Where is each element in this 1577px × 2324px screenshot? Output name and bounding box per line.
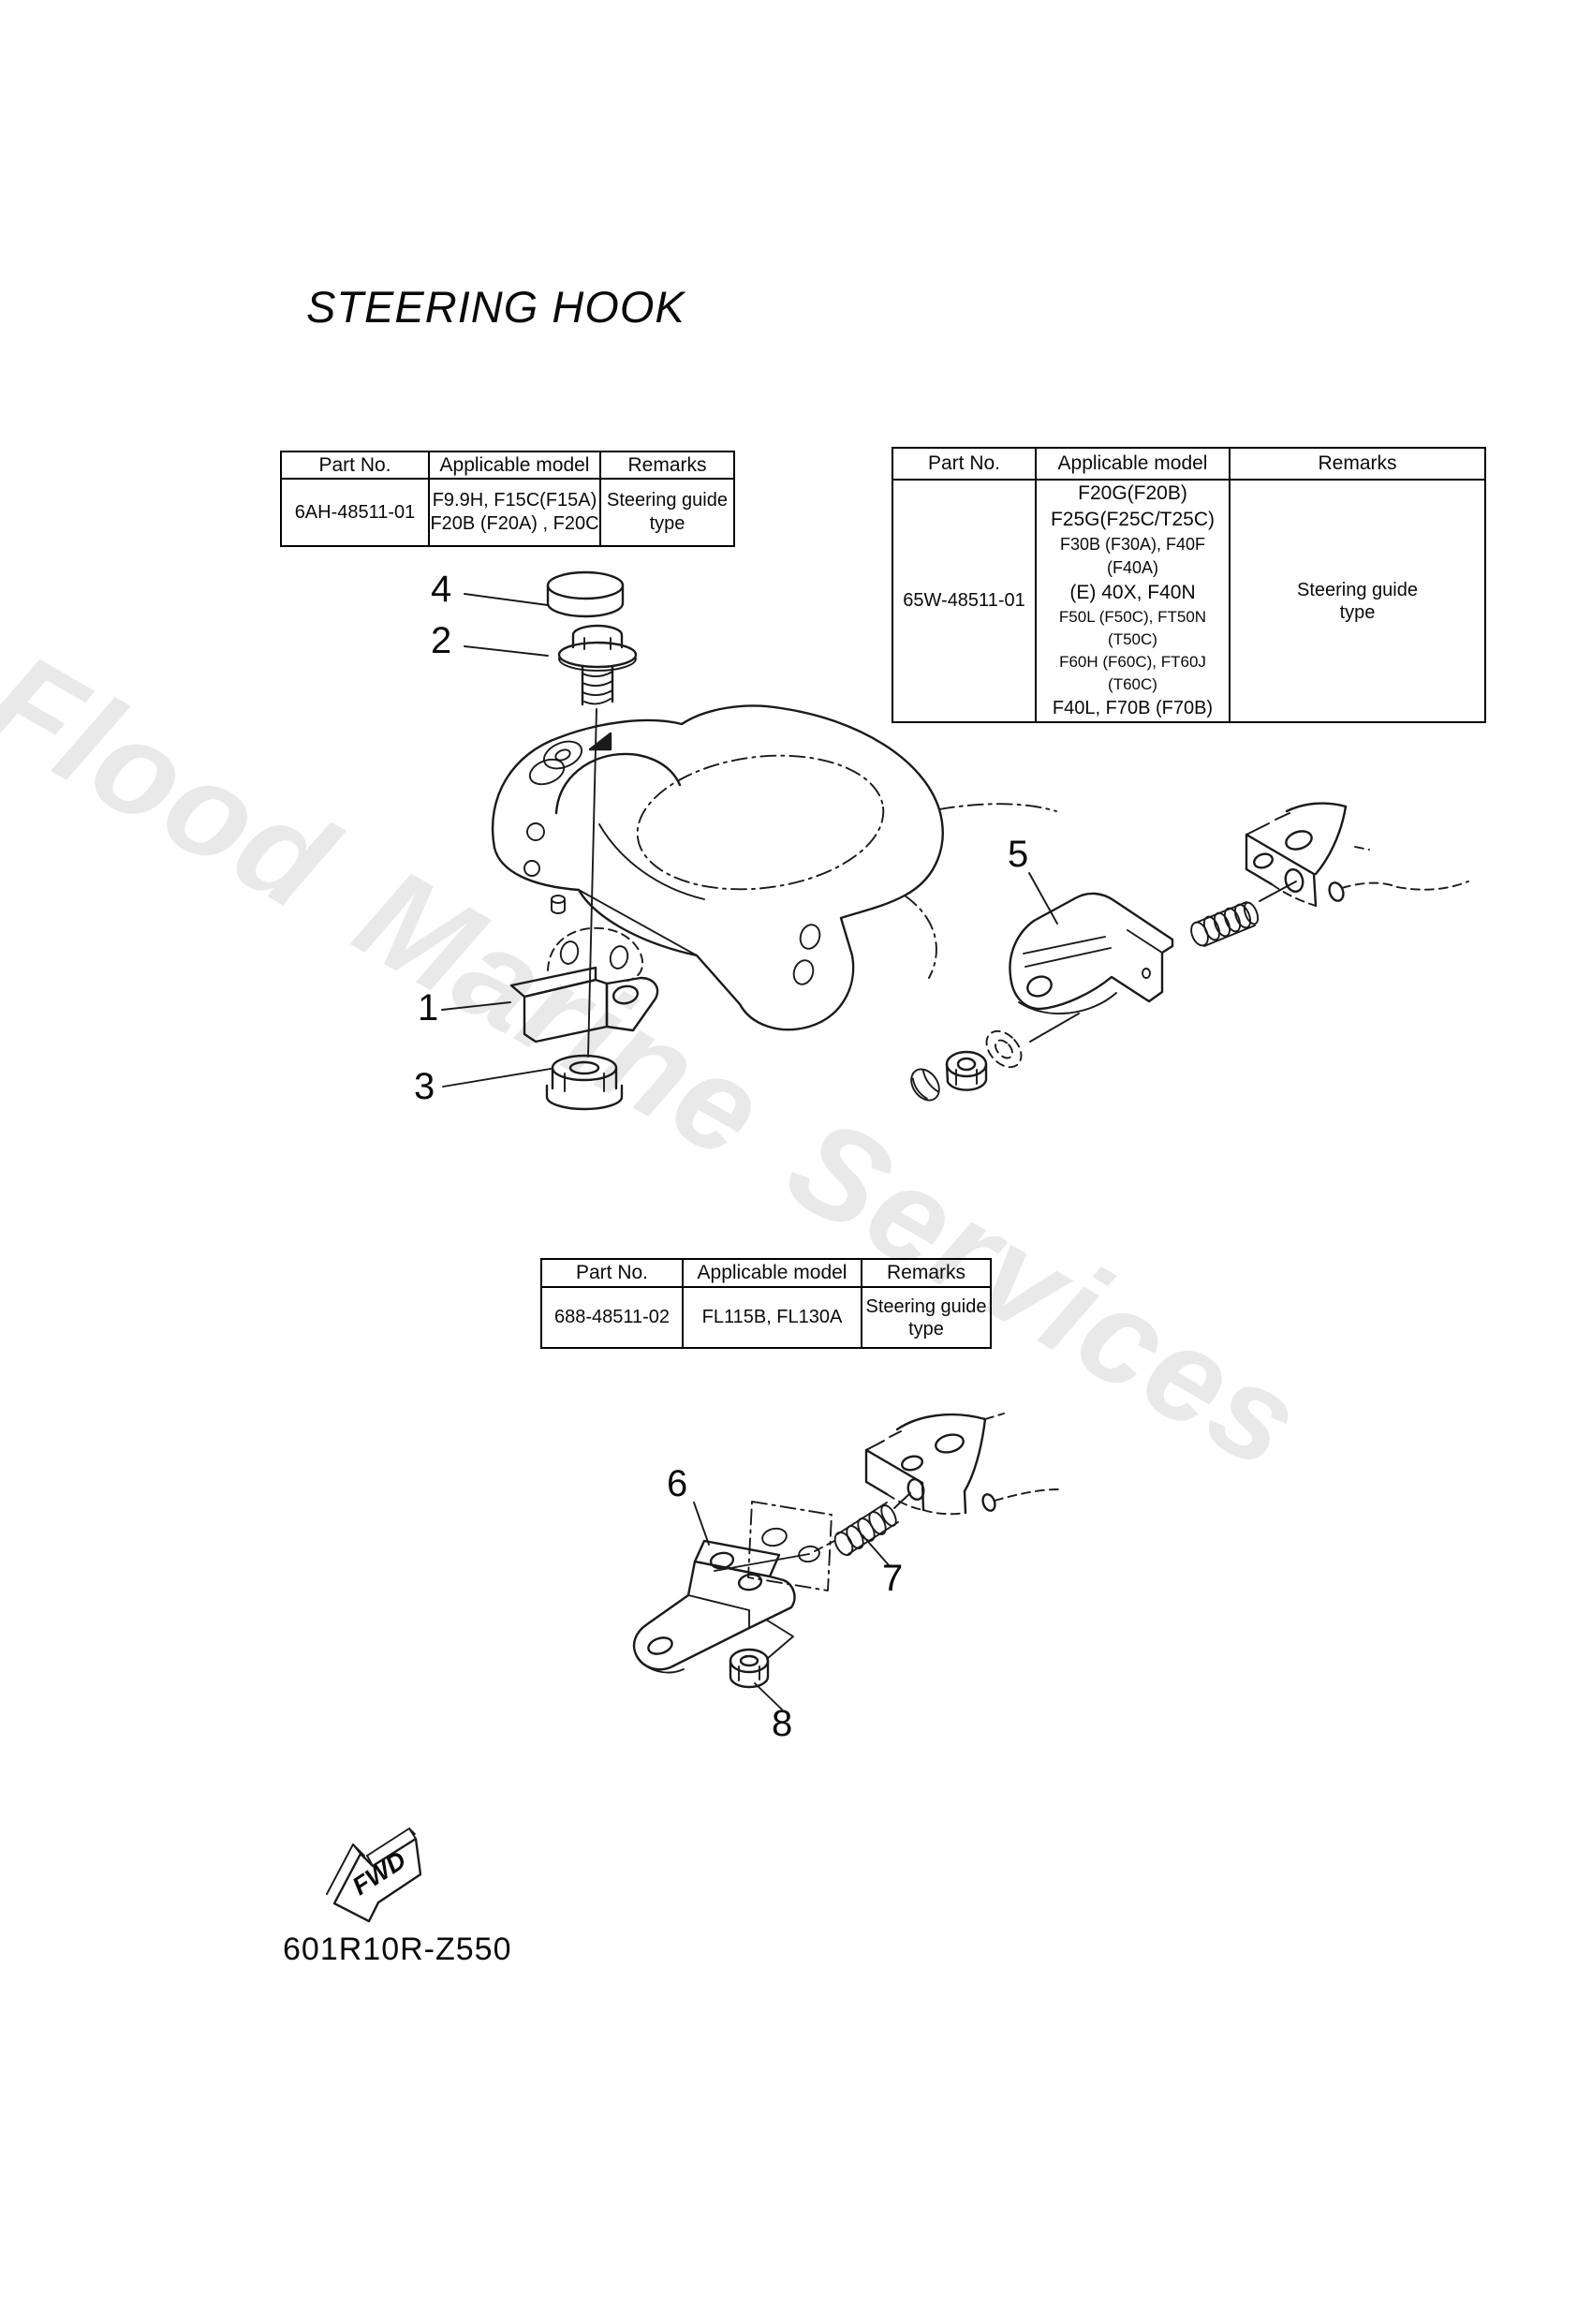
callout-1: 1 [418, 987, 439, 1029]
callout-4: 4 [431, 569, 452, 610]
bottom-diagram [632, 1413, 1059, 1710]
bottom-leader-lines [693, 1492, 911, 1710]
remarks-line: Steering guide [607, 490, 728, 511]
parts-table-middle: Part No. Applicable model Remarks 688-48… [540, 1258, 992, 1349]
model-line: F50L (F50C), FT50N (T50C) [1058, 608, 1207, 648]
model-line: F25G(F25C/T25C) [1050, 509, 1216, 530]
col-header-part-no: Part No. [280, 451, 430, 480]
washer-drawing [985, 1029, 1023, 1069]
col-header-applicable-model: Applicable model [1035, 447, 1231, 481]
cell-applicable-model: FL115B, FL130A [682, 1286, 862, 1349]
drawing-code: 601R10R-Z550 [283, 1932, 512, 1967]
remarks-line: Steering guide [865, 1295, 987, 1317]
cell-part-no: 6AH-48511-01 [280, 478, 430, 547]
cell-remarks: Steering guide type [1229, 479, 1486, 723]
callout-8: 8 [772, 1703, 793, 1744]
col-header-remarks: Remarks [599, 451, 735, 480]
part-stud-spring-drawing [1190, 901, 1260, 947]
col-header-part-no: Part No. [892, 447, 1037, 481]
left-diagram [441, 570, 1057, 1111]
cell-applicable-model: F20G(F20B) F25G(F25C/T25C) F30B (F30A), … [1035, 479, 1231, 723]
page-title: STEERING HOOK [306, 282, 685, 332]
table-header-row: Part No. Applicable model Remarks [280, 451, 735, 480]
table-row: 688-48511-02 FL115B, FL130A Steering gui… [540, 1286, 992, 1349]
parts-table-top-right: Part No. Applicable model Remarks 65W-48… [892, 447, 1486, 723]
col-header-remarks: Remarks [861, 1258, 992, 1288]
cell-applicable-model: F9.9H, F15C(F15A) F20B (F20A) , F20C [428, 478, 601, 547]
hidden-plate-drawing [714, 1501, 837, 1591]
table-row: 65W-48511-01 F20G(F20B) F25G(F25C/T25C) … [892, 479, 1486, 723]
callout-2: 2 [431, 620, 452, 661]
part4-cap-drawing [546, 570, 625, 618]
cell-part-no: 688-48511-02 [540, 1286, 684, 1349]
model-line: F30B (F30A), F40F (F40A) [1059, 535, 1206, 577]
nut-drawings [910, 1050, 988, 1102]
remarks-line: Steering guide [1297, 579, 1418, 600]
col-header-applicable-model: Applicable model [682, 1258, 862, 1288]
remarks-line: type [908, 1318, 944, 1340]
col-header-remarks: Remarks [1229, 447, 1486, 481]
callout-7: 7 [882, 1558, 904, 1599]
fwd-arrow-icon: FWD [326, 1828, 422, 1923]
col-header-applicable-model: Applicable model [428, 451, 601, 480]
parts-table-top-left: Part No. Applicable model Remarks 6AH-48… [280, 451, 735, 547]
callout-5: 5 [1008, 834, 1029, 875]
model-line: (E) 40X, F40N [1069, 582, 1196, 603]
part1-hook-drawing [509, 966, 659, 1044]
model-line: F60H (F60C), FT60J (T60C) [1059, 653, 1206, 693]
model-line: F40L, F70B (F70B) [1052, 698, 1214, 718]
table-row: 6AH-48511-01 F9.9H, F15C(F15A) F20B (F20… [280, 478, 735, 547]
model-line: F20B (F20A) , F20C [430, 513, 599, 534]
callout-3: 3 [414, 1066, 435, 1107]
remarks-line: type [1339, 601, 1376, 623]
part6-bracket-drawing [632, 1539, 796, 1674]
clamp-bracket-drawing [491, 704, 1057, 1031]
col-header-part-no: Part No. [540, 1258, 684, 1288]
table-header-row: Part No. Applicable model Remarks [892, 447, 1486, 481]
callout-6: 6 [667, 1463, 688, 1504]
left-leader-lines [441, 593, 552, 1088]
cell-part-no: 65W-48511-01 [892, 479, 1037, 723]
fwd-arrow-label: FWD [347, 1845, 411, 1901]
right-diagram [910, 802, 1469, 1102]
remarks-line: type [649, 513, 685, 534]
steering-bracket-block-drawing [1245, 802, 1469, 908]
cell-remarks: Steering guide type [599, 478, 735, 547]
cell-remarks: Steering guide type [861, 1286, 992, 1349]
model-line: F9.9H, F15C(F15A) [432, 490, 597, 511]
part7-stud-drawing [833, 1502, 899, 1557]
model-line: F20G(F20B) [1078, 482, 1187, 504]
right-leader-lines [1028, 872, 1297, 1043]
bottom-block-drawing [864, 1413, 1059, 1516]
table-header-row: Part No. Applicable model Remarks [540, 1258, 992, 1288]
part5-hook-drawing [1009, 892, 1174, 1014]
part2-bolt-drawing [557, 624, 638, 1058]
part3-nut-drawing [545, 1054, 624, 1111]
part8-nut-drawing [729, 1648, 770, 1689]
